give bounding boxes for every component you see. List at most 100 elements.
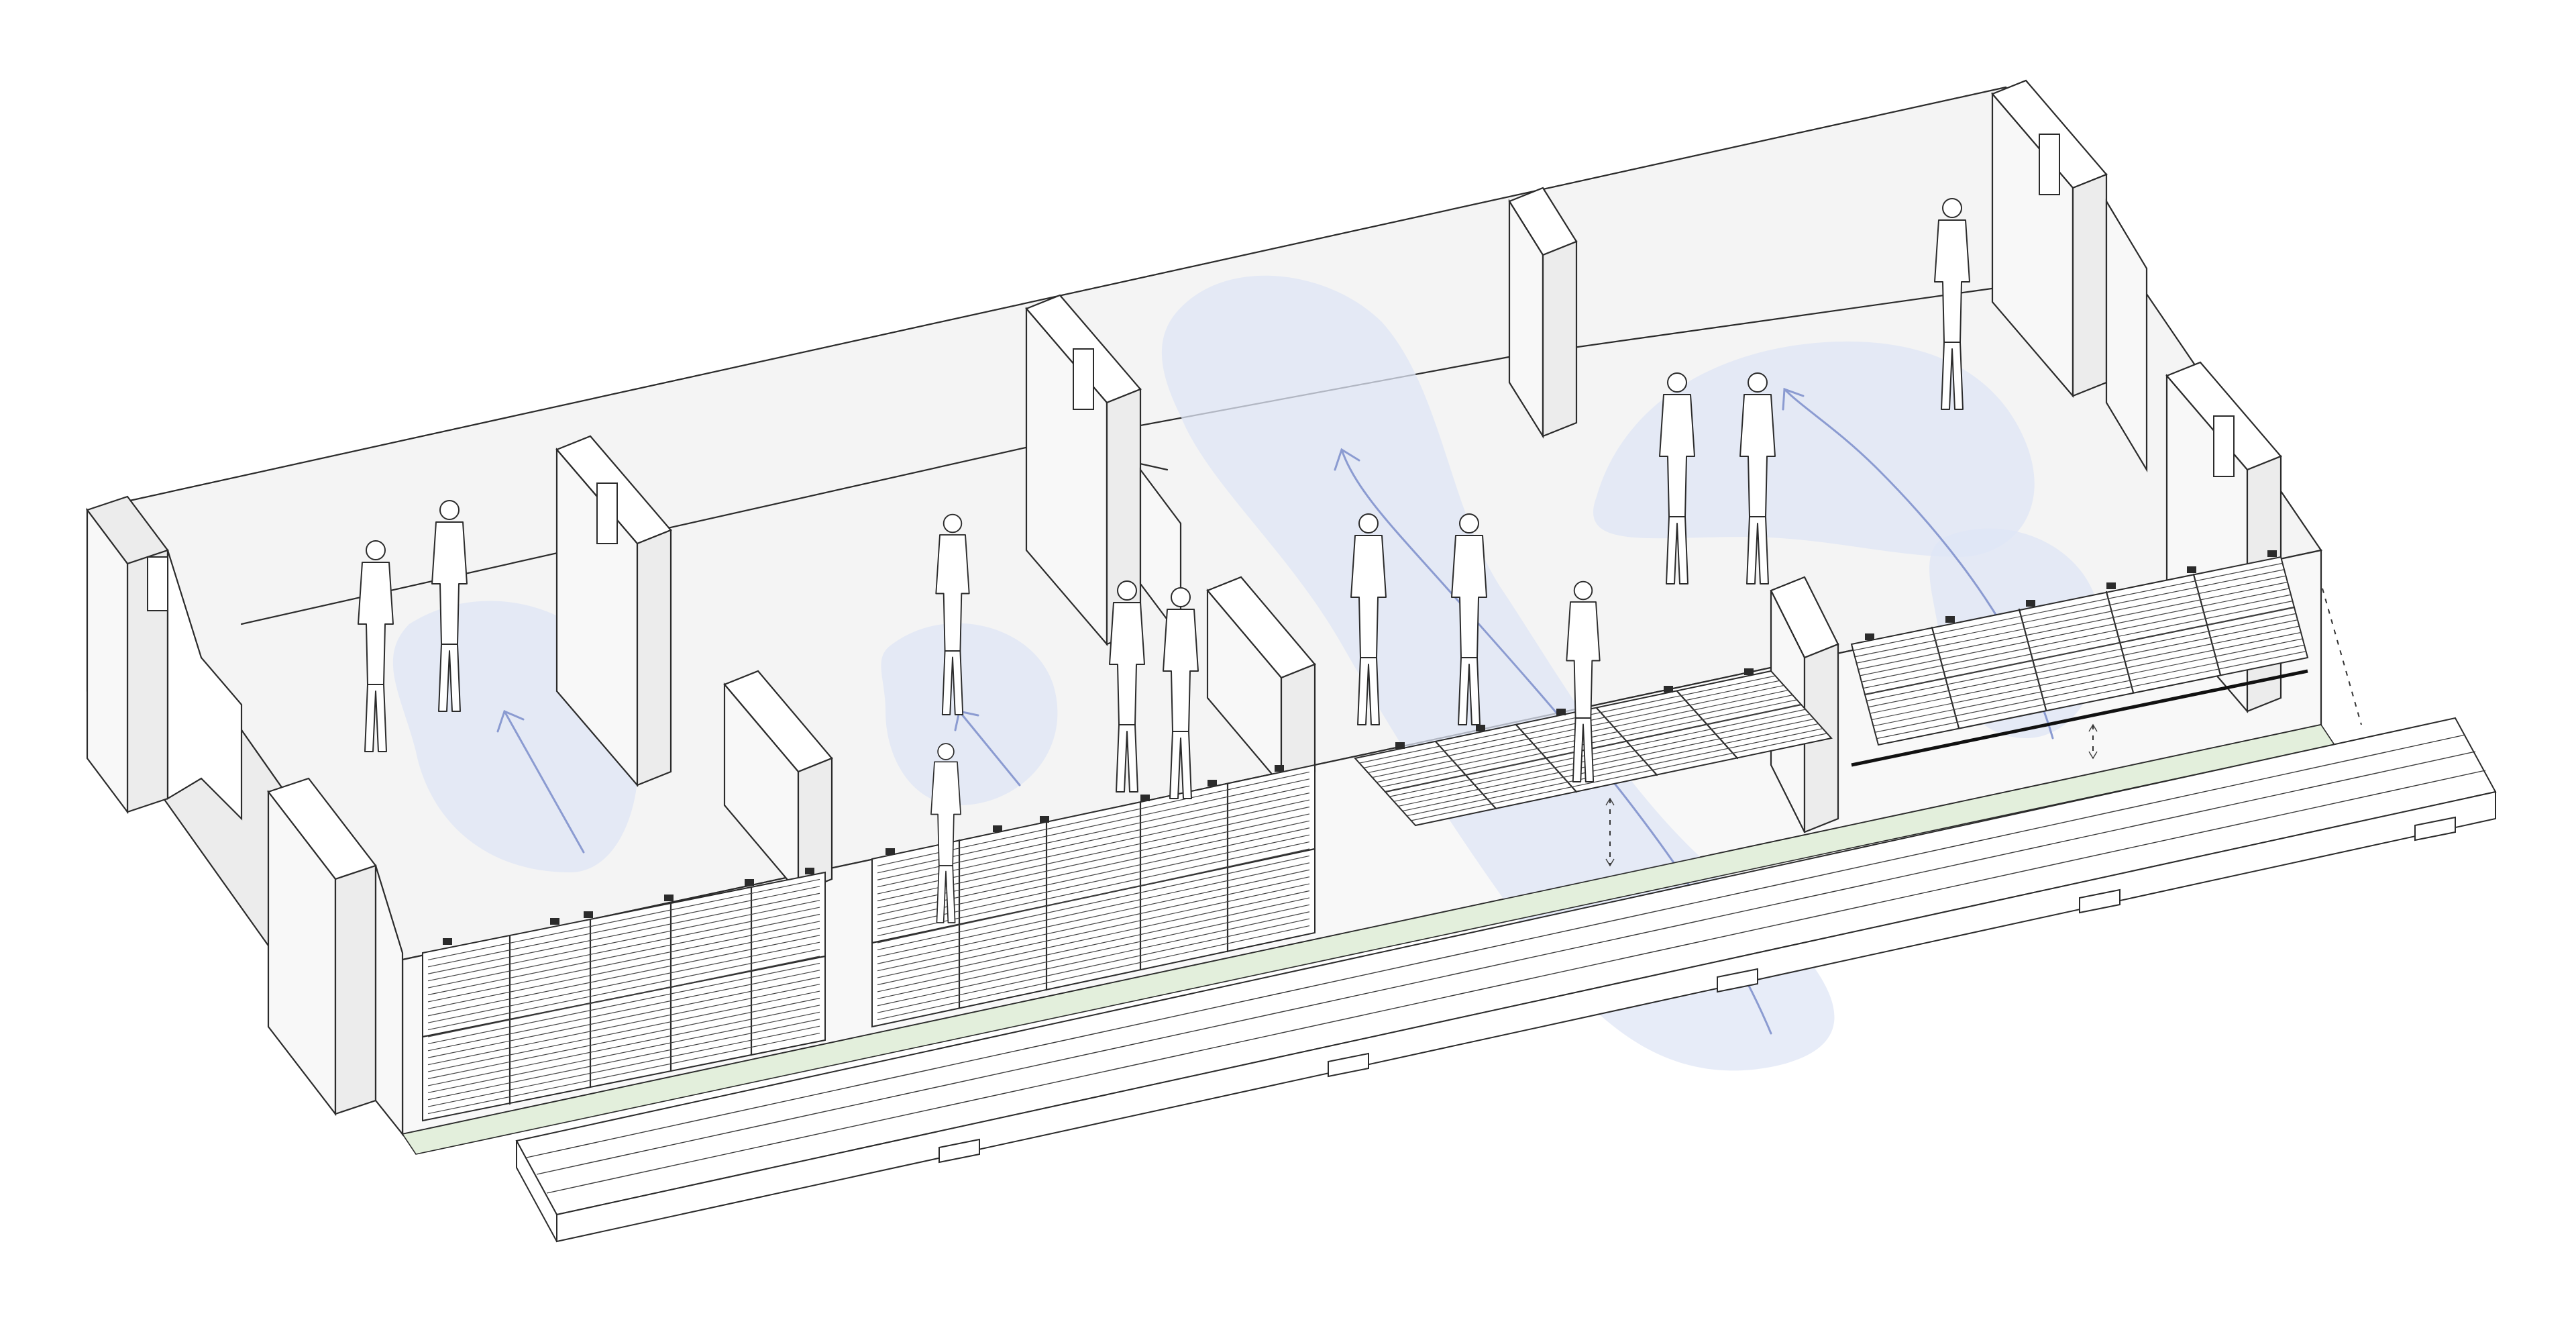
louvre-slat — [877, 890, 1310, 986]
louvre-slat — [877, 855, 1310, 951]
panel-clip — [584, 911, 593, 918]
panel-clip — [1664, 686, 1673, 693]
louvre-slat — [1411, 733, 1827, 821]
panel-clip — [1395, 742, 1405, 749]
louvre-slat — [427, 878, 820, 961]
louvre-slat — [1871, 631, 2302, 721]
louvre-slat — [877, 883, 1310, 978]
height-adjust-indicator-1 — [1605, 797, 1615, 867]
louvre-slat — [1853, 562, 2283, 651]
wall-3 — [1025, 294, 1182, 646]
louvre-slat — [1860, 588, 2290, 676]
louvre-slat — [1359, 675, 1776, 764]
louvre-slat — [1389, 709, 1806, 797]
louvre-slat — [1363, 680, 1780, 768]
louvre-slat — [877, 918, 1310, 1013]
louvre-slat — [427, 886, 820, 968]
person-figure — [1739, 372, 1776, 584]
louvre-slat — [877, 925, 1310, 1021]
people — [358, 198, 1970, 923]
louvre-slat — [877, 876, 1310, 972]
wall-left-front — [267, 777, 404, 1137]
louvre-slat — [427, 941, 820, 1023]
panel-clip — [1476, 725, 1485, 731]
person-figure — [431, 500, 468, 712]
louvre-slat — [427, 1019, 820, 1101]
panel-clip — [1556, 709, 1566, 715]
louvre-slat — [1873, 638, 2303, 727]
louvre-slat — [1385, 704, 1802, 793]
panel-clip — [550, 918, 559, 925]
panel-clip — [885, 848, 895, 855]
person-figure — [1350, 513, 1387, 725]
louvre-slat — [427, 927, 820, 1009]
louvre-slat — [877, 869, 1310, 964]
louvre-slat — [427, 956, 820, 1037]
louvre-slat — [1393, 713, 1810, 802]
louvre-slat — [1856, 575, 2286, 664]
panel-clip — [1275, 765, 1284, 772]
panel-clip — [1945, 616, 1955, 623]
wall-4 — [1206, 576, 1316, 788]
person-figure — [935, 513, 970, 715]
panel-clip — [805, 868, 814, 874]
panel-clip — [443, 938, 452, 945]
louvre-slat — [877, 904, 1310, 999]
louvre-slat — [1398, 718, 1815, 807]
louvre-slat — [1870, 625, 2300, 714]
louvre-slat — [1858, 581, 2288, 670]
end-wall-left — [86, 495, 243, 821]
wall-1 — [555, 435, 672, 787]
person-figure — [1109, 580, 1145, 793]
person-figure — [930, 743, 961, 923]
louvre-slat — [427, 948, 820, 1031]
louvre-slat — [427, 1011, 820, 1093]
height-adjust-indicator-2 — [2088, 723, 2098, 760]
circulation-arrow-1 — [496, 709, 585, 854]
louvre-slat — [427, 976, 820, 1058]
louvre-slat — [427, 984, 820, 1066]
louvre-slat — [1866, 613, 2296, 701]
louvre-slat — [427, 962, 820, 1045]
panel-clip — [2106, 582, 2116, 589]
louvre-slat — [877, 848, 1310, 944]
louvre-slat — [427, 921, 820, 1003]
panel-clip — [745, 879, 754, 886]
louvre-panels — [421, 550, 2309, 1122]
panel-clip — [2187, 566, 2196, 573]
person-figure — [1451, 513, 1487, 725]
timber-deck — [515, 717, 2497, 1243]
louvre-slat — [1402, 723, 1819, 812]
panel-clip — [2267, 550, 2277, 557]
louvre-slat — [427, 997, 820, 1080]
panel-clip — [1208, 780, 1217, 786]
person-figure — [1659, 372, 1695, 584]
louvre-slat — [1861, 594, 2292, 682]
louvre-slat — [1407, 728, 1823, 817]
louvre-slat — [427, 1032, 820, 1115]
circulation-zone-4 — [1593, 341, 2035, 557]
louvre-slat — [427, 990, 820, 1072]
louvre-slat — [1874, 644, 2305, 733]
panel-clip — [664, 895, 674, 901]
panel-clip — [1744, 668, 1754, 675]
louvre-slat — [877, 897, 1310, 992]
panel-clip — [1040, 816, 1049, 823]
panel-clip — [1865, 633, 1874, 640]
louvre-slat — [877, 911, 1310, 1007]
louvre-slat — [427, 907, 820, 988]
louvre-slat — [427, 935, 820, 1017]
panel-clip — [1140, 795, 1150, 801]
louvre-slat — [1863, 601, 2293, 689]
person-figure — [1934, 198, 1970, 410]
louvre-slat — [1864, 607, 2295, 695]
louvre-slat — [427, 970, 820, 1052]
person-figure — [1163, 587, 1199, 799]
louvre-slat — [427, 1025, 820, 1107]
louvre-slat — [427, 913, 820, 996]
louvre-slat — [1868, 619, 2298, 708]
person-figure — [1566, 580, 1601, 782]
louvre-slat — [1854, 569, 2285, 658]
louvre-slat — [427, 900, 820, 982]
